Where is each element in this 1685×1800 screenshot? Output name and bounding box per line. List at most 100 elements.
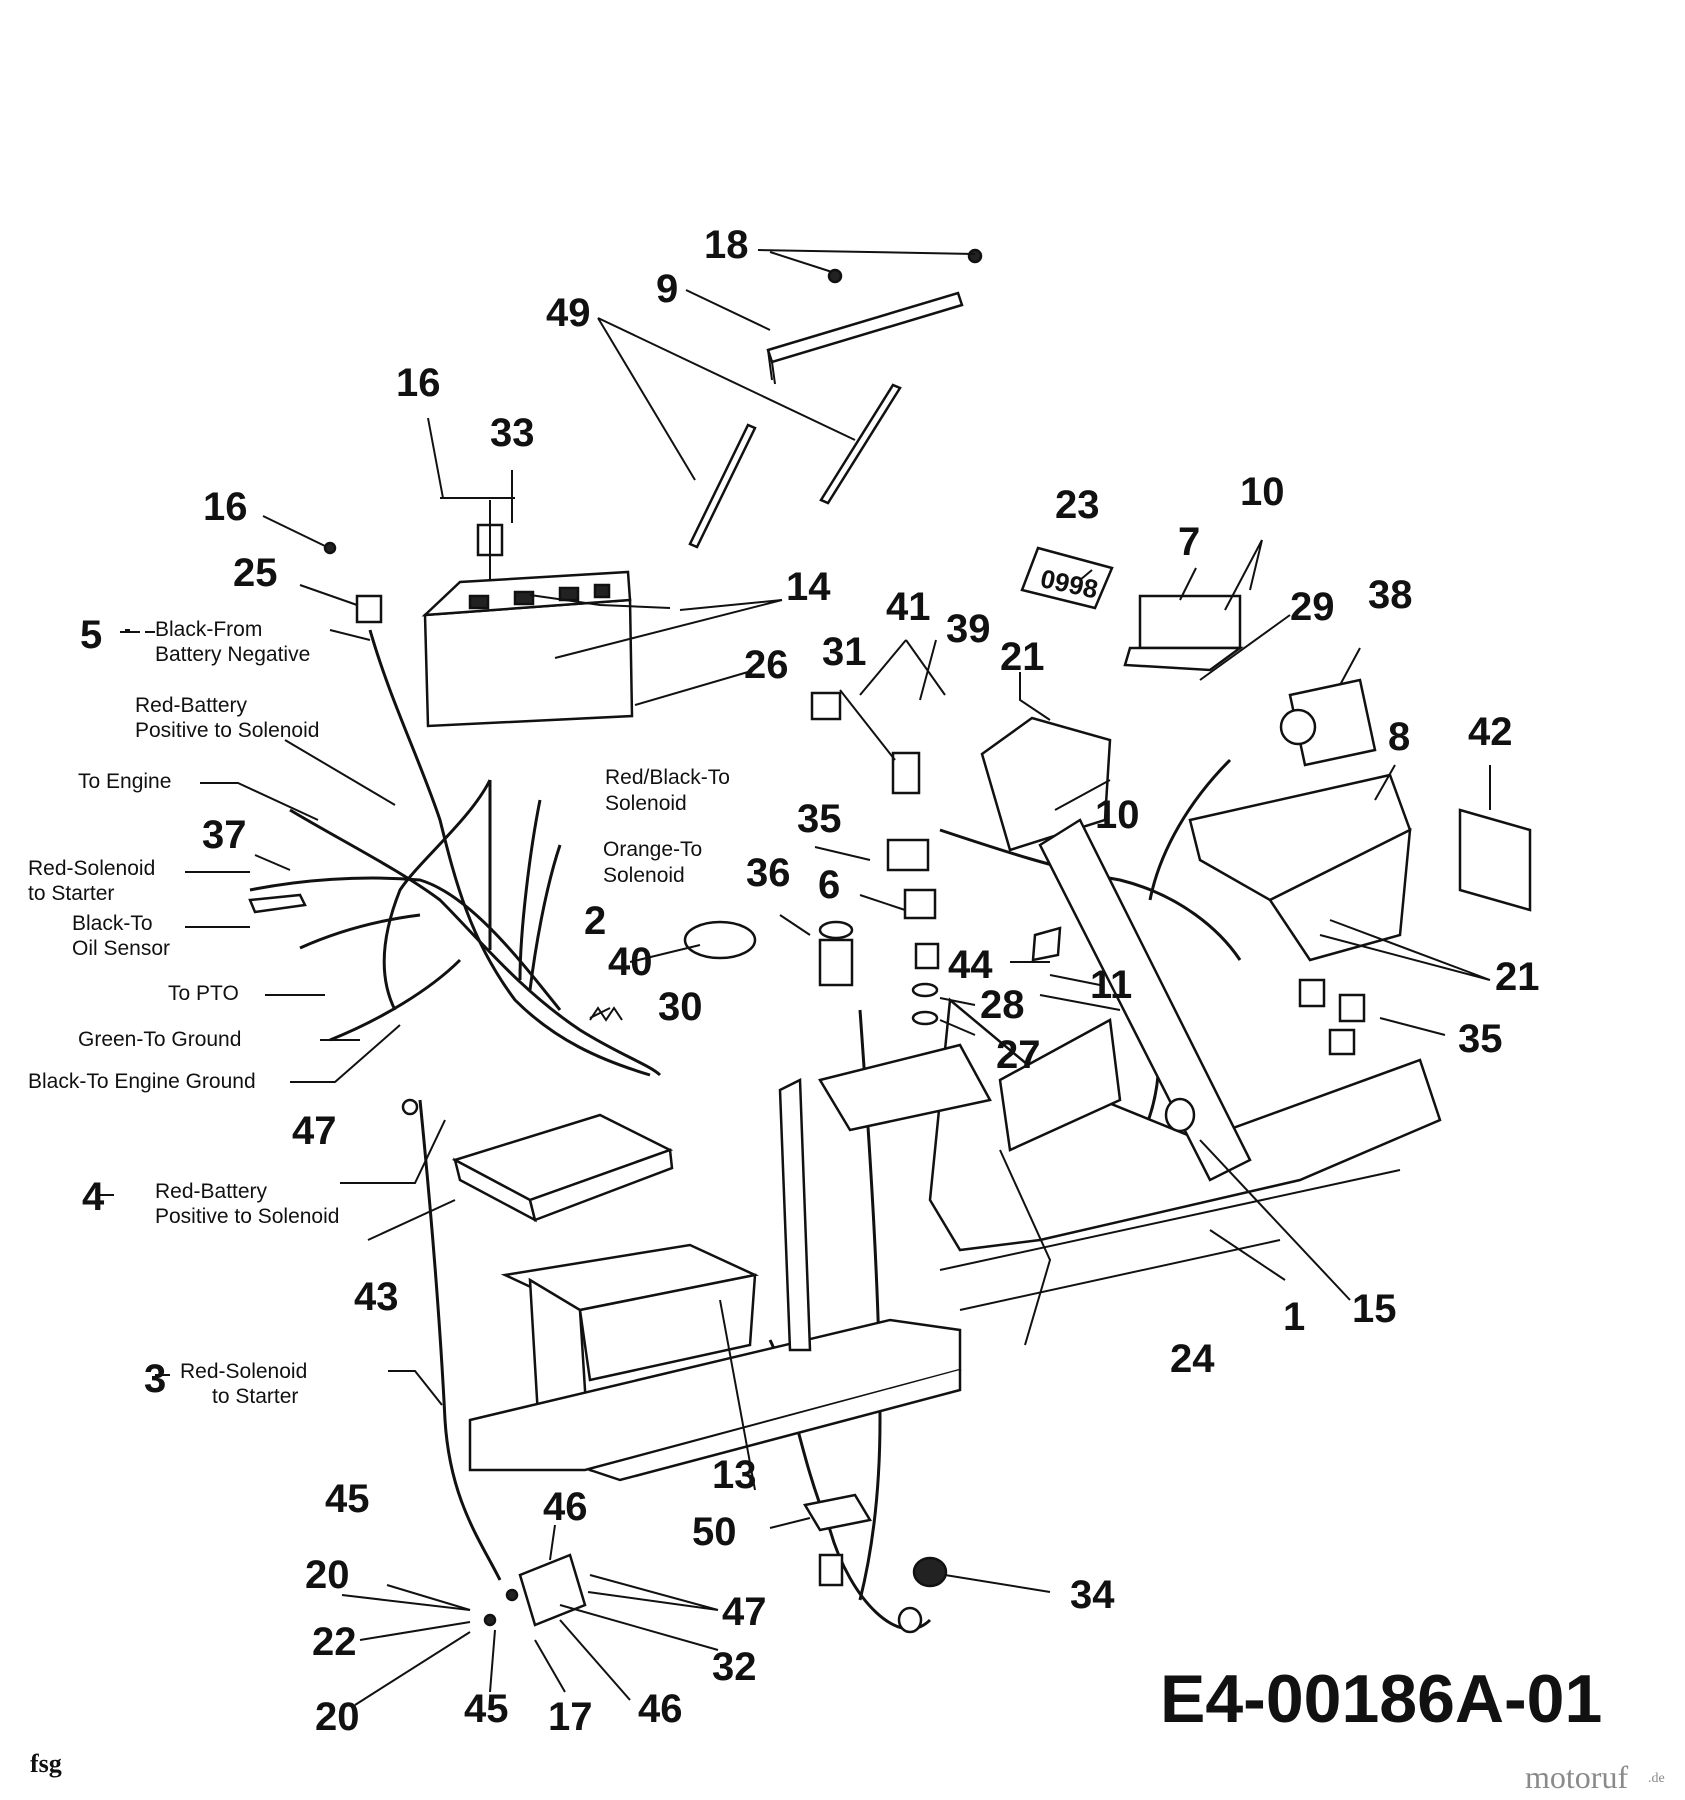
callout-37: 37 [202, 813, 247, 857]
watermark-brand: motoruf [1525, 1759, 1628, 1795]
label-solenoid-redblack: Solenoid [605, 792, 687, 815]
callout-36: 36 [746, 851, 791, 895]
part-18-bolt [827, 268, 843, 284]
part-39-switch [891, 751, 921, 795]
part-30-spring [589, 1006, 623, 1022]
part-49-rod [688, 423, 757, 549]
label-red-black-to: Red/Black-To [605, 766, 730, 789]
wire-labels: Black-From Battery Negative Red-Battery … [28, 618, 730, 1408]
callout-31: 31 [822, 630, 867, 674]
part-44-switch [1031, 926, 1062, 962]
callout-33: 33 [490, 411, 535, 455]
callout-20: 20 [305, 1553, 350, 1597]
part-38-light [1279, 678, 1377, 767]
callout-21: 21 [1495, 955, 1540, 999]
part-43-battery-tray [451, 1113, 674, 1223]
callout-24: 24 [1170, 1337, 1215, 1381]
callout-4: 4 [82, 1175, 105, 1219]
footer-initials: fsg [30, 1749, 62, 1778]
watermark-tld: .de [1648, 1771, 1665, 1786]
label-battery-negative: Battery Negative [155, 643, 310, 666]
label-positive-to-solenoid: Positive to Solenoid [135, 719, 319, 742]
callout-35: 35 [1458, 1017, 1503, 1061]
part-15-grommet [1164, 1097, 1196, 1133]
label-to-pto: To PTO [168, 982, 239, 1005]
callout-numbers: 18 9 49 16 33 16 25 14 26 5 37 2 47 4 43… [80, 223, 1540, 1739]
part-36-key-switch [818, 938, 854, 987]
part-7-plate [1123, 594, 1244, 672]
part-8-cover [1188, 773, 1412, 962]
callout-21: 21 [1000, 635, 1045, 679]
callout-32: 32 [712, 1645, 757, 1689]
callout-28: 28 [980, 983, 1025, 1027]
label-orange-to: Orange-To [603, 838, 702, 861]
callout-41: 41 [886, 585, 931, 629]
callout-47: 47 [292, 1109, 337, 1153]
part-35-connector [903, 888, 937, 920]
callout-25: 25 [233, 551, 278, 595]
callout-49: 49 [546, 291, 591, 335]
callout-16: 16 [396, 361, 441, 405]
diagram-code: E4-00186A-01 [1160, 1661, 1602, 1737]
callout-10: 10 [1240, 470, 1285, 514]
label-to-starter: to Starter [28, 882, 114, 905]
callout-3: 3 [144, 1357, 166, 1401]
callout-45: 45 [464, 1687, 509, 1731]
illustration: 0998 [248, 248, 1532, 1634]
label-black-to: Black-To [72, 912, 153, 935]
watermark: motoruf .de [1525, 1759, 1665, 1795]
leader-lines [96, 249, 1491, 1706]
label-positive-to-solenoid-4: Positive to Solenoid [155, 1205, 339, 1228]
label-black-from: Black-From [155, 618, 262, 641]
label-red-solenoid: Red-Solenoid [28, 857, 155, 880]
callout-13: 13 [712, 1453, 757, 1497]
part-16-nut [323, 541, 337, 555]
callout-14: 14 [786, 565, 831, 609]
part-18-bolt [967, 248, 983, 264]
part-37-terminal [248, 893, 307, 914]
part-6-clip [914, 942, 940, 970]
callout-15: 15 [1352, 1287, 1397, 1331]
callout-1: 1 [1283, 1295, 1305, 1339]
part-50-plate [803, 1493, 872, 1532]
frame [468, 997, 1442, 1482]
callout-39: 39 [946, 607, 991, 651]
label-to-starter-3: to Starter [212, 1385, 298, 1408]
callout-20: 20 [315, 1695, 360, 1739]
callout-17: 17 [548, 1695, 593, 1739]
label-oil-sensor: Oil Sensor [72, 937, 170, 960]
callout-6: 6 [818, 863, 840, 907]
callout-18: 18 [704, 223, 749, 267]
callout-47: 47 [722, 1590, 767, 1634]
callout-26: 26 [744, 643, 789, 687]
part-9-bracket [766, 291, 964, 364]
part-28-washer [911, 982, 939, 998]
callout-30: 30 [658, 985, 703, 1029]
part-42-lens [1458, 808, 1532, 912]
label-black-to-engine-ground: Black-To Engine Ground [28, 1070, 256, 1093]
label-red-battery-4: Red-Battery [155, 1180, 268, 1203]
callout-5: 5 [80, 613, 102, 657]
callout-10: 10 [1095, 793, 1140, 837]
callout-40: 40 [608, 940, 653, 984]
callout-29: 29 [1290, 585, 1335, 629]
part-26-battery [421, 570, 634, 728]
callout-7: 7 [1178, 520, 1200, 564]
callout-45: 45 [325, 1477, 370, 1521]
callout-35: 35 [797, 797, 842, 841]
callout-46: 46 [638, 1687, 683, 1731]
callout-38: 38 [1368, 573, 1413, 617]
callout-44: 44 [948, 943, 993, 987]
callout-22: 22 [312, 1620, 357, 1664]
callout-34: 34 [1070, 1573, 1115, 1617]
callout-11: 11 [1090, 963, 1132, 1007]
part-25-terminal [355, 594, 383, 624]
part-49-rod [819, 383, 902, 505]
callout-46: 46 [543, 1485, 588, 1529]
part-21-mount [980, 716, 1112, 852]
callout-50: 50 [692, 1510, 737, 1554]
part-23-decal: 0998 [1020, 546, 1114, 610]
label-solenoid-orange: Solenoid [603, 864, 685, 887]
part-31-switch [810, 691, 842, 721]
